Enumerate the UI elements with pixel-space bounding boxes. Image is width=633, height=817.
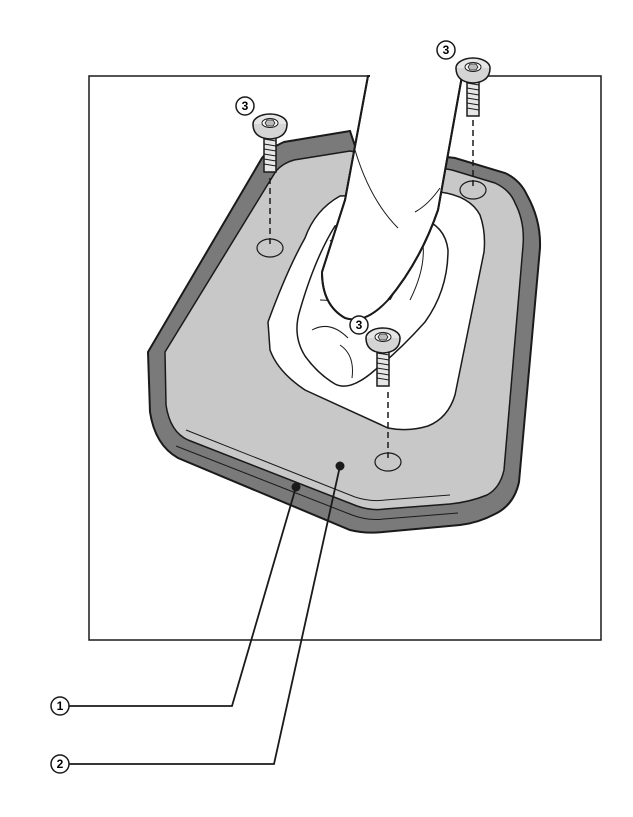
- svg-text:3: 3: [242, 99, 249, 113]
- callout-screw-center: 3: [349, 315, 369, 335]
- leader-line-part2: [68, 465, 341, 765]
- svg-text:3: 3: [443, 43, 450, 57]
- callout-screw-top-right: 3: [436, 40, 456, 60]
- callout-part1: 1: [50, 696, 70, 716]
- svg-text:3: 3: [356, 318, 363, 332]
- svg-text:1: 1: [57, 699, 64, 713]
- callout-part2: 2: [50, 754, 70, 774]
- screw-top-right: [455, 57, 491, 117]
- leader-line-part1: [68, 486, 297, 707]
- svg-text:2: 2: [57, 757, 64, 771]
- detail-frame: [88, 75, 602, 641]
- callout-screw-top-left: 3: [235, 96, 255, 116]
